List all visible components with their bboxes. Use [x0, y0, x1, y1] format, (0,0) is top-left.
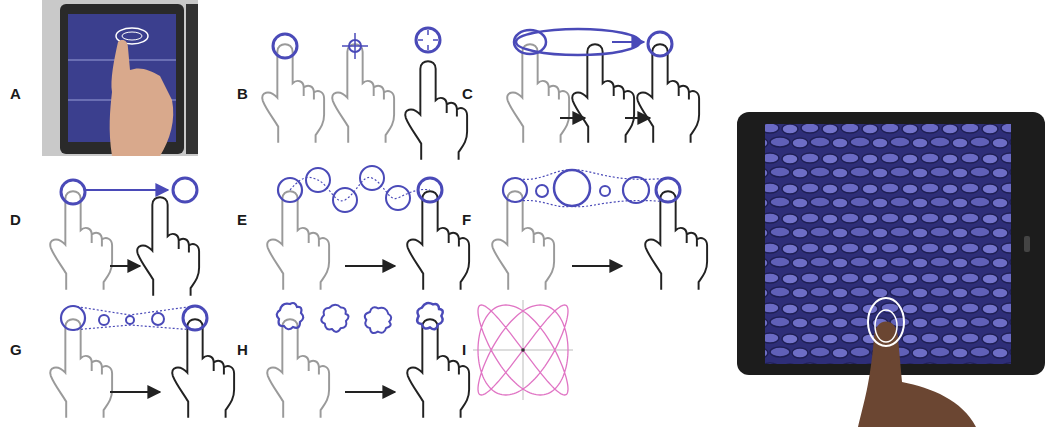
panel-d-figure	[50, 178, 199, 296]
photo-a	[42, 0, 198, 156]
panel-letter: H	[237, 342, 248, 357]
panel-letter: I	[462, 342, 466, 357]
panel-letter: E	[237, 212, 247, 227]
panel-f-figure	[492, 170, 707, 290]
panel-b-figure	[262, 28, 467, 160]
panel-letter: F	[462, 212, 471, 227]
panel-letter: D	[10, 212, 21, 227]
lissajous-figure	[473, 300, 573, 400]
panel-letter: C	[462, 86, 473, 101]
panel-letter: B	[237, 86, 248, 101]
tablet-photo	[737, 112, 1045, 427]
panel-c-figure	[507, 29, 699, 143]
panel-letter: G	[10, 342, 22, 357]
panel-g-figure	[50, 306, 234, 418]
panel-letter: A	[10, 86, 21, 101]
panel-h-figure	[267, 300, 469, 418]
panel-e-figure	[267, 166, 469, 290]
